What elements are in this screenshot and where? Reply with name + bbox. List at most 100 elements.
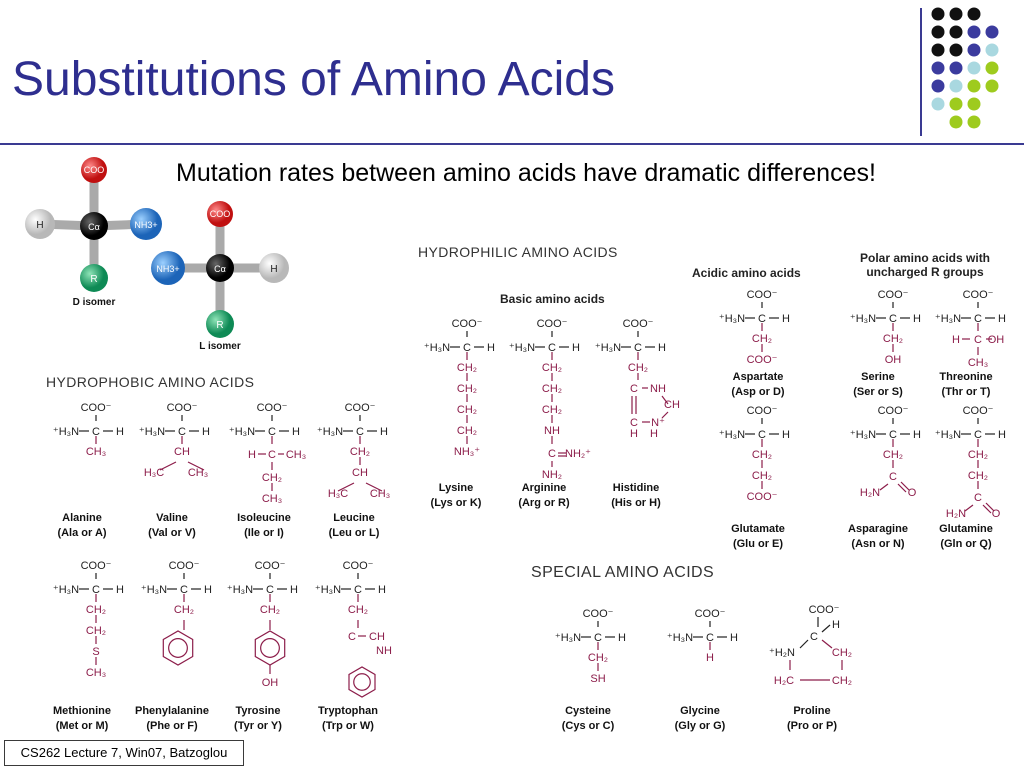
- structure-text: CH₂: [832, 647, 852, 659]
- structure-text: ⁺H₃N: [850, 429, 876, 441]
- corner-dot: [949, 115, 963, 129]
- structure-text: ⁺H₃N: [509, 342, 535, 354]
- amino-acid-code: (Arg or R): [518, 497, 570, 509]
- ring-aromatic: [260, 638, 280, 658]
- structure-text: C: [266, 584, 274, 596]
- structure-text: ⁺H₃N: [555, 632, 581, 644]
- acidic-heading: Acidic amino acids: [692, 266, 801, 280]
- structure-text: H: [116, 426, 124, 438]
- structure-text: COO⁻: [878, 405, 909, 417]
- amino-acid-code: (Asn or N): [851, 538, 905, 550]
- structure-text: H: [952, 334, 960, 346]
- structure-text: CH₂: [348, 604, 368, 616]
- l-r-label: R: [216, 320, 223, 331]
- bond: [337, 482, 355, 492]
- structure-text: CH₂: [350, 446, 370, 458]
- corner-dot: [967, 97, 981, 111]
- bond: [187, 461, 205, 471]
- amino-acid-name: Histidine: [613, 482, 659, 494]
- bond: [982, 504, 992, 514]
- amino-acid-name: Asparagine: [848, 523, 908, 535]
- structure-text: C: [463, 342, 471, 354]
- corner-dot: [949, 79, 963, 93]
- amino-acid-code: (Tyr or Y): [234, 720, 282, 732]
- structure-text: H: [116, 584, 124, 596]
- structure-text: C: [758, 313, 766, 325]
- structure-text: NH₂⁺: [565, 448, 591, 460]
- amino-acid-name: Lysine: [439, 482, 473, 494]
- structure-text: CH₂: [752, 333, 772, 345]
- special-heading: SPECIAL AMINO ACIDS: [531, 564, 715, 581]
- corner-dot: [949, 25, 963, 39]
- bond: [661, 395, 669, 405]
- structure-text: COO⁻: [343, 560, 374, 572]
- structure-text: ⁺H₃N: [317, 426, 343, 438]
- structure-text: ⁺H₃N: [53, 584, 79, 596]
- structure-text: ⁺H₃N: [141, 584, 167, 596]
- amino-acid-code: (Trp or W): [322, 720, 374, 732]
- structure-text: C: [594, 632, 602, 644]
- structure-text: H: [202, 426, 210, 438]
- structure-text: CH₂: [542, 383, 562, 395]
- structure-text: H: [782, 313, 790, 325]
- structure-text: NH: [376, 645, 392, 657]
- structure-text: C: [634, 342, 642, 354]
- l-nh3-label: NH3+: [156, 264, 179, 274]
- structure-text: H₂N: [860, 487, 880, 499]
- corner-dot: [967, 43, 981, 57]
- amino-acid-name: Valine: [156, 512, 188, 524]
- amino-acid-code: (Leu or L): [329, 527, 380, 539]
- structure-text: N⁺: [651, 417, 665, 429]
- structure-text: ⁺H₃N: [719, 313, 745, 325]
- structure-text: H: [572, 342, 580, 354]
- structure-text: ⁺H₃N: [53, 426, 79, 438]
- benzene-ring: [254, 630, 286, 666]
- bond: [799, 639, 809, 649]
- structure-text: H: [913, 429, 921, 441]
- amino-acid-code: (Pro or P): [787, 720, 837, 732]
- structure-text: C: [974, 492, 982, 504]
- d-r-label: R: [90, 274, 97, 285]
- structure-text: C: [630, 417, 638, 429]
- structure-text: C: [706, 632, 714, 644]
- corner-dot: [931, 97, 945, 111]
- amino-acid-name: Proline: [793, 705, 830, 717]
- structure-text: ⁺H₃N: [850, 313, 876, 325]
- structure-text: ⁺H₃N: [229, 426, 255, 438]
- polar-heading-line2: uncharged R groups: [866, 265, 984, 279]
- bond: [821, 624, 831, 633]
- amino-acid-code: (Gly or G): [675, 720, 726, 732]
- structure-text: ⁺H₃N: [935, 313, 961, 325]
- bond: [897, 483, 907, 493]
- structure-text: COO⁻: [81, 402, 112, 414]
- corner-dot: [967, 25, 981, 39]
- hydrophilic-heading: HYDROPHILIC AMINO ACIDS: [418, 244, 618, 260]
- l-ca-label: Cα: [214, 264, 226, 274]
- structure-text: H: [782, 429, 790, 441]
- structure-text: O: [992, 508, 1001, 520]
- amino-acid-code: (Gln or Q): [940, 538, 992, 550]
- structure-text: C: [268, 449, 276, 461]
- d-nh3-label: NH3+: [134, 220, 157, 230]
- structure-text: COO⁻: [537, 318, 568, 330]
- structure-text: C: [974, 313, 982, 325]
- title-rule: [0, 143, 1024, 145]
- isomer-diagram: COO H NH3+ R Cα D isomer COO NH3+ H R Cα…: [25, 157, 289, 352]
- structure-text: H₂N: [946, 508, 966, 520]
- structure-text: COO⁻: [345, 402, 376, 414]
- corner-dot: [985, 25, 999, 39]
- corner-dot: [967, 7, 981, 21]
- corner-dot-grid: [931, 7, 999, 129]
- structure-text: COO⁻: [695, 608, 726, 620]
- bond: [159, 461, 177, 471]
- structure-text: H₂C: [774, 675, 794, 687]
